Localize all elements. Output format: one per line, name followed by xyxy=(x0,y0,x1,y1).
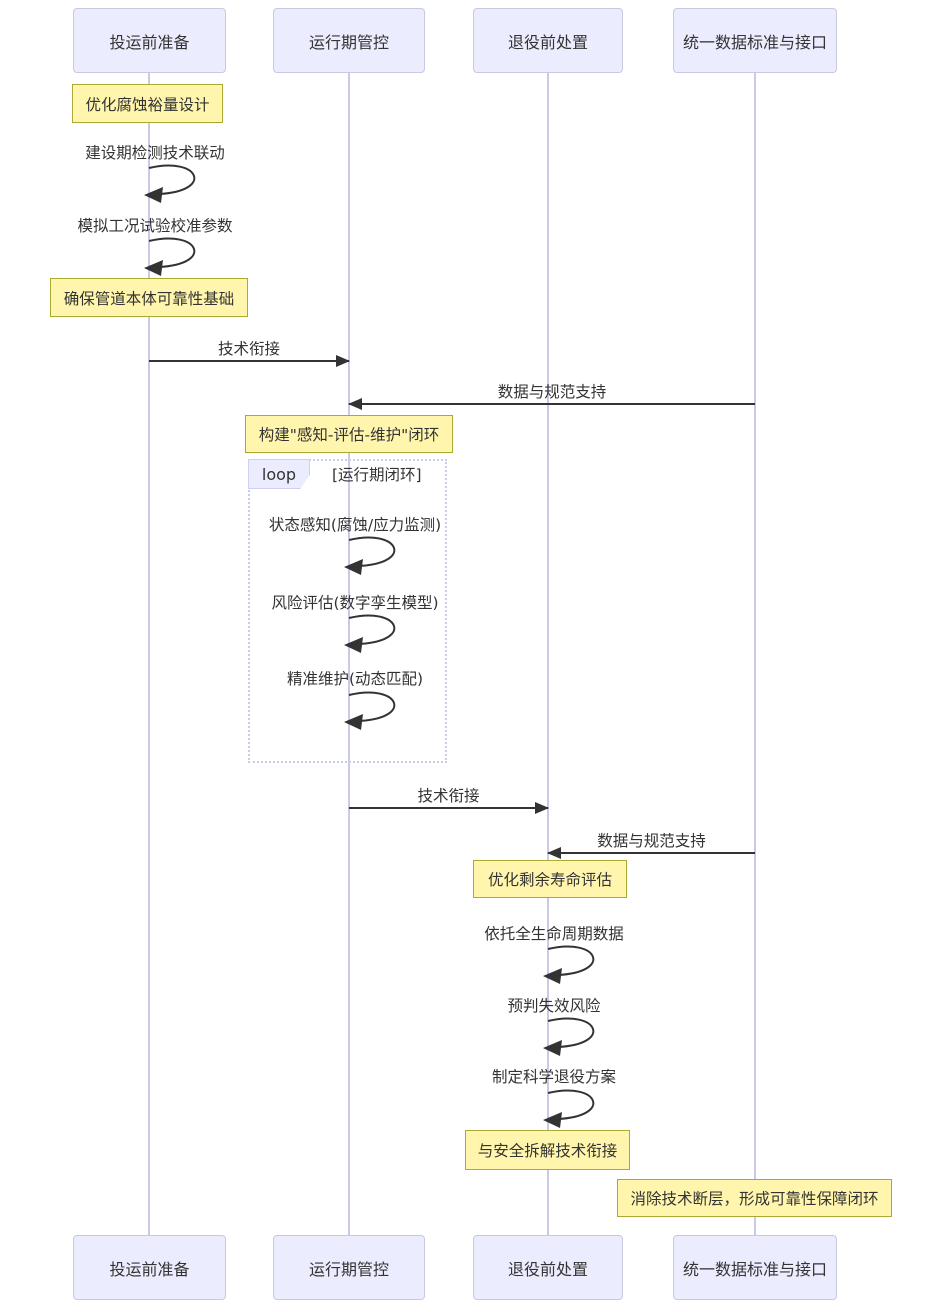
note: 确保管道本体可靠性基础 xyxy=(50,278,248,317)
self-loop-arrow-icon xyxy=(341,688,417,732)
arrowhead-icon xyxy=(535,802,549,814)
actor-box-top-2: 运行期管控 xyxy=(273,8,425,73)
self-loop-arrow-icon xyxy=(341,533,417,577)
message-line xyxy=(149,355,350,367)
self-loop-arrow-icon xyxy=(540,1086,616,1130)
self-loop-arrow-icon xyxy=(141,234,217,278)
self-message-label: 状态感知(腐蚀/应力监测) xyxy=(268,516,442,534)
self-loop-arrow-icon xyxy=(341,611,417,655)
arrowhead-icon xyxy=(336,355,350,367)
message-label: 数据与规范支持 xyxy=(597,832,706,850)
message-line xyxy=(349,802,549,814)
self-message-label: 精准维护(动态匹配) xyxy=(286,670,424,688)
message-line xyxy=(348,398,755,410)
self-message-label: 建设期检测技术联动 xyxy=(85,144,225,162)
lifeline-4 xyxy=(754,73,756,1235)
lifeline-2 xyxy=(348,73,350,1235)
actor-box-bottom-1: 投运前准备 xyxy=(73,1235,226,1300)
arrowhead-icon xyxy=(348,398,362,410)
note: 与安全拆解技术衔接 xyxy=(465,1130,630,1170)
note: 构建"感知-评估-维护"闭环 xyxy=(245,415,453,453)
self-message-label: 模拟工况试验校准参数 xyxy=(77,217,233,235)
note: 优化剩余寿命评估 xyxy=(473,860,627,898)
actor-box-bottom-4: 统一数据标准与接口 xyxy=(673,1235,837,1300)
message-label: 技术衔接 xyxy=(217,340,281,358)
message-label: 技术衔接 xyxy=(417,787,480,805)
self-loop-arrow-icon xyxy=(141,161,217,205)
self-loop-arrow-icon xyxy=(540,1014,616,1058)
self-loop-arrow-icon xyxy=(540,942,616,986)
actor-box-bottom-3: 退役前处置 xyxy=(473,1235,623,1300)
actor-box-top-3: 退役前处置 xyxy=(473,8,623,73)
lifeline-1 xyxy=(148,73,150,1235)
actor-box-top-1: 投运前准备 xyxy=(73,8,226,73)
lifeline-3 xyxy=(547,73,549,1235)
note: 优化腐蚀裕量设计 xyxy=(72,84,223,123)
actor-box-bottom-2: 运行期管控 xyxy=(273,1235,425,1300)
message-line xyxy=(547,847,755,859)
loop-label: loop xyxy=(248,459,310,489)
message-label: 数据与规范支持 xyxy=(497,383,607,401)
arrowhead-icon xyxy=(547,847,561,859)
loop-label-text: loop xyxy=(261,464,297,484)
note: 消除技术断层，形成可靠性保障闭环 xyxy=(617,1179,892,1217)
self-message-label: 预判失效风险 xyxy=(507,997,601,1015)
self-message-label: 风险评估(数字孪生模型) xyxy=(271,594,439,612)
self-message-label: 依托全生命周期数据 xyxy=(484,925,624,943)
loop-frame: loop xyxy=(248,459,447,763)
actor-box-top-4: 统一数据标准与接口 xyxy=(673,8,837,73)
self-message-label: 制定科学退役方案 xyxy=(491,1068,617,1086)
loop-condition: [运行期闭环] xyxy=(332,466,422,484)
